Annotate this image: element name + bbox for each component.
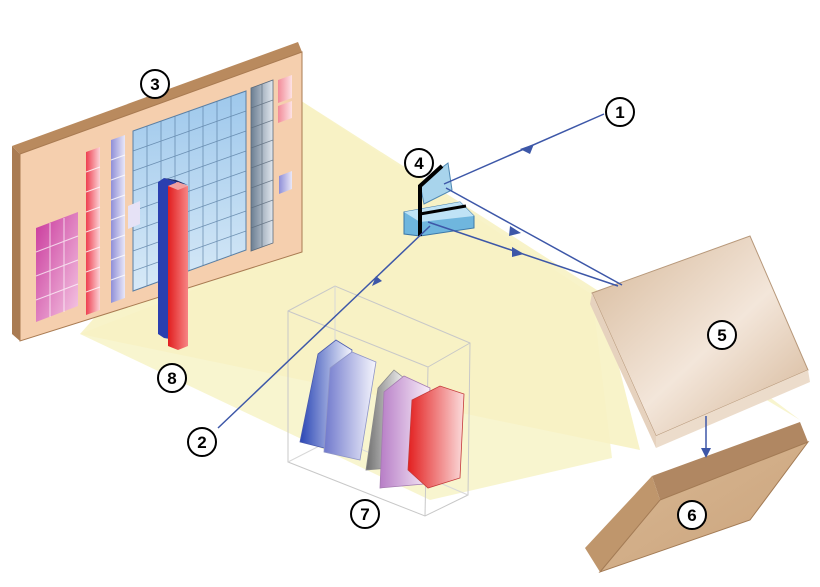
label-5: 5 <box>707 320 737 350</box>
optical-slab-5 <box>590 235 810 448</box>
label-4-text: 4 <box>414 154 424 173</box>
label-2-text: 2 <box>197 433 206 452</box>
label-7: 7 <box>350 499 380 529</box>
prism-blue-light <box>323 351 377 461</box>
lavender-cell-column <box>110 135 126 303</box>
label-6-text: 6 <box>687 506 696 525</box>
label-1: 1 <box>605 97 635 127</box>
label-2: 2 <box>187 427 217 457</box>
tall-bar-pair <box>158 178 188 350</box>
label-3-text: 3 <box>150 75 159 94</box>
beam-arrows <box>372 144 711 458</box>
label-4: 4 <box>404 148 434 178</box>
grey-cell-column <box>250 79 274 252</box>
label-8: 8 <box>157 363 187 393</box>
label-5-text: 5 <box>717 326 726 345</box>
label-6: 6 <box>677 500 707 530</box>
red-cell-column <box>85 147 101 315</box>
pink-cell-block <box>35 212 79 322</box>
mirror-assembly <box>403 162 475 237</box>
beam-upper-to-slab <box>445 187 623 286</box>
label-8-text: 8 <box>167 369 176 388</box>
label-3: 3 <box>140 69 170 99</box>
beam-input-2 <box>217 225 431 429</box>
label-7-text: 7 <box>360 505 369 524</box>
peach-cells <box>278 75 292 194</box>
prism-red <box>407 385 465 489</box>
label-1-text: 1 <box>615 103 624 122</box>
prism-box <box>287 285 471 517</box>
